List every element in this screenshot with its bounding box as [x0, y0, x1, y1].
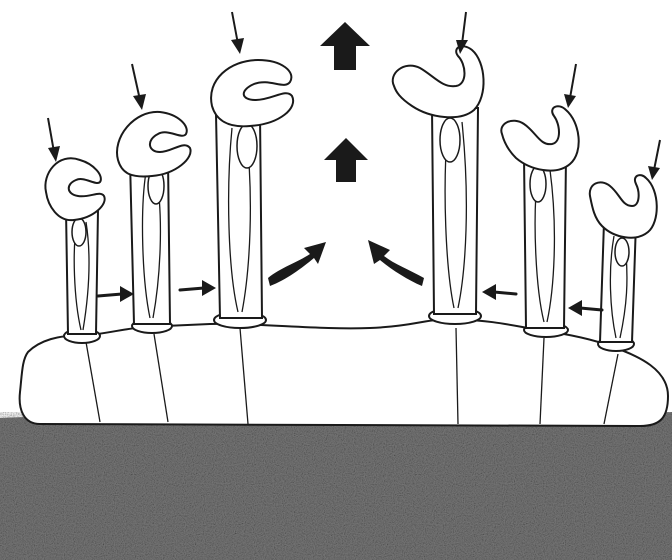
up-arrow-top	[320, 22, 370, 70]
down-arrow-5	[570, 64, 576, 98]
stalk-1-head	[45, 158, 104, 220]
stalk-6	[590, 175, 657, 351]
ground-texture	[0, 412, 672, 560]
stalk-2-head	[117, 112, 191, 177]
inward-arrow-2	[180, 288, 204, 290]
stalk-6-head	[590, 175, 657, 238]
up-arrow-middle	[324, 138, 368, 182]
upward-arrows	[320, 22, 370, 182]
down-arrow-6	[654, 140, 660, 170]
inward-arrow-4	[580, 308, 602, 310]
inward-arrow-1	[98, 294, 122, 296]
stalk-1	[45, 158, 104, 343]
down-arrow-4	[462, 12, 466, 44]
stalk-5-head	[501, 106, 578, 170]
stalk-4-head	[393, 46, 484, 117]
stalk-3	[211, 60, 293, 328]
down-arrow-1	[48, 118, 54, 152]
curved-arrow-right	[368, 240, 424, 286]
curved-arrow-left	[268, 242, 326, 286]
stalk-2	[117, 112, 191, 333]
down-arrow-2	[132, 64, 140, 100]
base-mound	[20, 320, 668, 426]
stalk-4	[393, 46, 484, 324]
inward-arrow-3	[494, 292, 516, 294]
curved-arrows	[268, 240, 424, 286]
stalk-5	[501, 106, 578, 337]
stalk-3-head	[211, 60, 293, 126]
